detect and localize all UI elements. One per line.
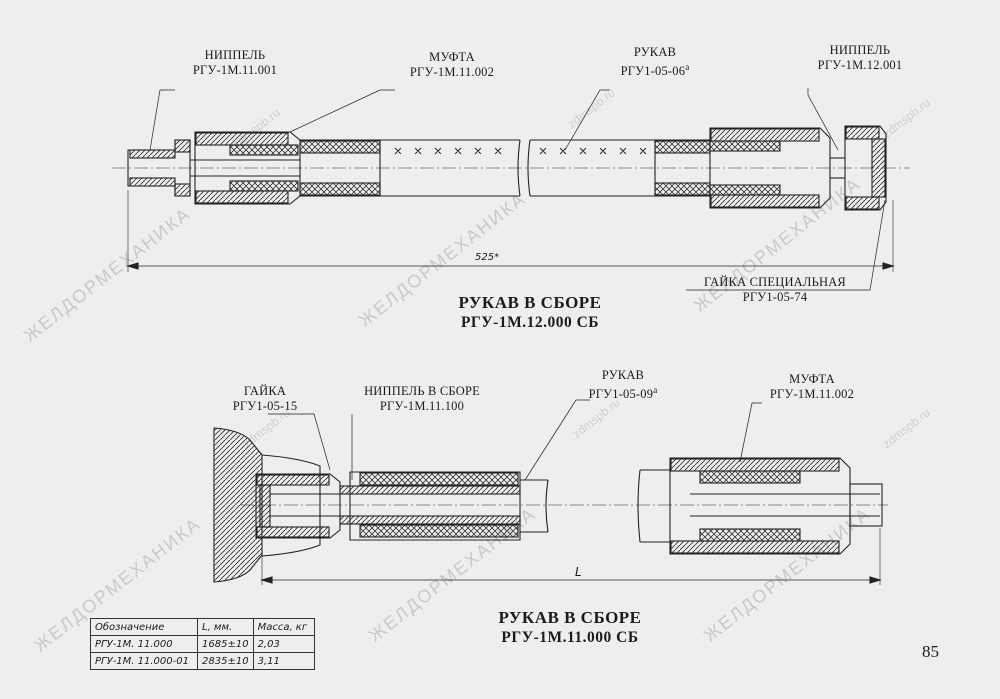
- hose-cross-marks: [394, 147, 647, 155]
- table-cell: 3,11: [252, 652, 315, 670]
- label-name: НИППЕЛЬ: [829, 43, 891, 57]
- label-code-sup: а: [685, 62, 690, 72]
- label-name: НИППЕЛЬ В СБОРЕ: [364, 384, 480, 398]
- table-cell: 2835±10: [197, 652, 254, 670]
- title-bottom-line1: РУКАВ В СБОРЕ: [498, 608, 642, 627]
- label-code: РГУ-1М.11.002: [409, 65, 495, 79]
- label-code: РГУ1-05-74: [742, 290, 808, 304]
- spec-table: Обозначение L, мм. Масса, кг РГУ-1М. 11.…: [90, 618, 315, 670]
- label-code: РГУ1-05-09а: [568, 383, 678, 402]
- table-cell: РГУ-1М. 11.000-01: [90, 652, 198, 670]
- label-special-nut: ГАЙКА СПЕЦИАЛЬНАЯ РГУ1-05-74: [680, 275, 870, 305]
- table-row: РГУ-1М. 11.000-01 2835±10 3,11: [90, 652, 315, 670]
- table-header: L, мм.: [197, 618, 254, 636]
- table-header: Обозначение: [90, 618, 198, 636]
- label-coupling-top: МУФТА РГУ-1М.11.002: [392, 50, 512, 80]
- table-cell: 2,03: [252, 635, 315, 653]
- label-code: РГУ-1М.11.002: [769, 387, 855, 401]
- table-header-row: Обозначение L, мм. Масса, кг: [90, 618, 315, 636]
- label-code: РГУ-1М.11.100: [379, 399, 465, 413]
- title-bottom: РУКАВ В СБОРЕ РГУ-1М.11.000 СБ: [430, 607, 710, 648]
- label-hose-top: РУКАВ РГУ1-05-06а: [600, 45, 710, 79]
- label-nipple-right: НИППЕЛЬ РГУ-1М.12.001: [800, 43, 920, 73]
- page-number: 85: [922, 642, 939, 661]
- label-nut-bottom: ГАЙКА РГУ1-05-15: [210, 384, 320, 414]
- label-code-sup: а: [653, 385, 658, 395]
- table-header: Масса, кг: [252, 618, 315, 636]
- label-name: ГАЙКА: [243, 384, 287, 398]
- label-name: ГАЙКА СПЕЦИАЛЬНАЯ: [704, 275, 846, 289]
- bottom-assembly: [213, 399, 888, 585]
- title-top-line1: РУКАВ В СБОРЕ: [458, 293, 602, 312]
- dimension-top: 525*: [475, 252, 500, 263]
- label-code: РГУ1-05-06а: [600, 60, 710, 79]
- label-nipple-assembly: НИППЕЛЬ В СБОРЕ РГУ-1М.11.100: [342, 384, 502, 414]
- label-code: РГУ-1М.11.001: [192, 63, 278, 77]
- label-code: РГУ1-05-15: [232, 399, 298, 413]
- title-bottom-line2: РГУ-1М.11.000 СБ: [501, 629, 639, 646]
- table-row: РГУ-1М. 11.000 1685±10 2,03: [90, 635, 315, 653]
- table-cell: РГУ-1М. 11.000: [90, 635, 198, 653]
- label-coupling-bottom: МУФТА РГУ-1М.11.002: [752, 372, 872, 402]
- label-code: РГУ-1М.12.001: [817, 58, 903, 72]
- table-cell: 1685±10: [197, 635, 254, 653]
- label-name: НИППЕЛЬ: [204, 48, 266, 62]
- label-code-main: РГУ1-05-09: [588, 387, 654, 402]
- title-top: РУКАВ В СБОРЕ РГУ-1М.12.000 СБ: [390, 292, 670, 333]
- label-nipple-left: НИППЕЛЬ РГУ-1М.11.001: [175, 48, 295, 78]
- label-name: МУФТА: [789, 372, 835, 386]
- label-name: РУКАВ: [633, 45, 677, 59]
- title-top-line2: РГУ-1М.12.000 СБ: [460, 314, 600, 331]
- label-code-main: РГУ1-05-06: [620, 64, 686, 79]
- dimension-bottom: L: [575, 565, 582, 579]
- label-name: МУФТА: [429, 50, 475, 64]
- label-name: РУКАВ: [601, 368, 645, 382]
- label-hose-bottom: РУКАВ РГУ1-05-09а: [568, 368, 678, 402]
- top-assembly: [112, 88, 910, 291]
